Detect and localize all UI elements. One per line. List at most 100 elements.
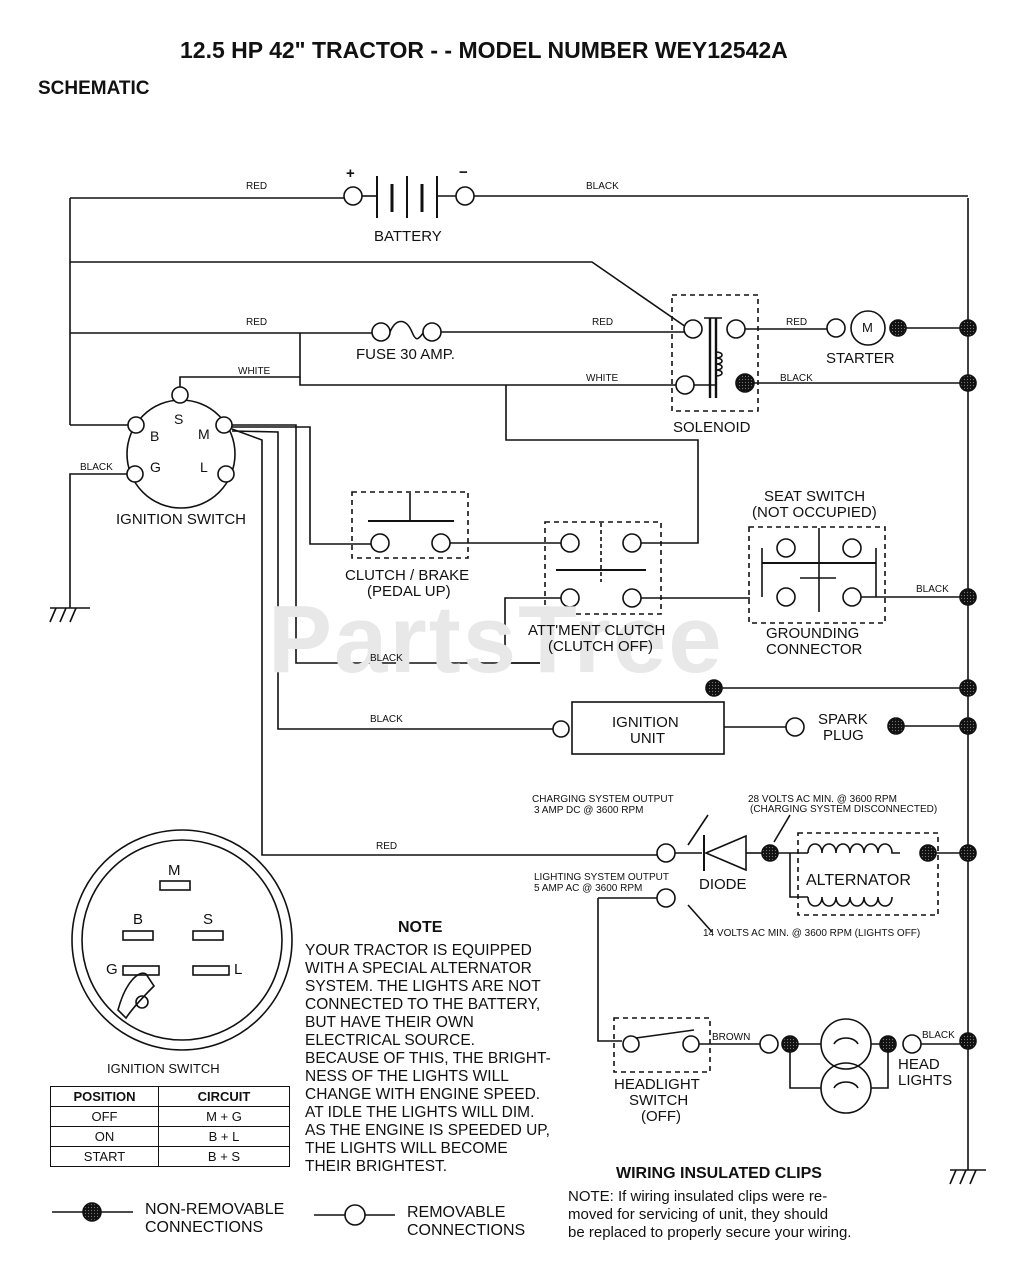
connector-b-label: B [133,911,144,928]
legend-non-removable: NON-REMOVABLE CONNECTIONS [145,1201,284,1237]
starter-symbol [826,310,968,346]
table-cell: M + G [158,1106,290,1127]
legend-non-removable-line2: CONNECTIONS [145,1219,264,1236]
wire-label: BLACK [586,181,619,192]
ignition-unit-symbol [552,701,960,755]
charging-output-label: CHARGING SYSTEM OUTPUT [532,794,674,805]
attachment-clutch-switch-symbol [544,521,662,615]
connector-g-label: G [106,961,118,978]
table-header-circuit: CIRCUIT [158,1086,290,1107]
terminal-g-label: G [150,459,161,475]
clips-note-line: be replaced to properly secure your wiri… [568,1224,852,1241]
wire-label: RED [246,181,268,192]
wire-label: BLACK [922,1030,955,1041]
note-line: THE LIGHTS WILL BECOME [305,1140,508,1157]
table-cell: B + S [158,1146,290,1167]
lighting-output-spec: 5 AMP AC @ 3600 RPM [534,883,643,894]
note-line: WITH A SPECIAL ALTERNATOR [305,960,532,977]
headlight-switch-sublabel: SWITCH [629,1092,689,1109]
legend-non-removable-line1: NON-REMOVABLE [145,1201,285,1218]
lighting-output-label: LIGHTING SYSTEM OUTPUT [534,872,670,883]
ignition-circuit-table: POSITION CIRCUIT OFF M + G ON B + L STAR… [50,1086,290,1167]
wire-label: RED [786,317,808,328]
connector-caption: IGNITION SWITCH [107,1061,220,1076]
seat-switch-symbol [748,526,886,624]
terminal-l-label: L [200,459,208,475]
diode-symbol [656,834,779,872]
note-line: AT IDLE THE LIGHTS WILL DIM. [305,1104,535,1121]
attachment-clutch-sublabel: (CLUTCH OFF) [548,638,653,655]
note-line: SYSTEM. THE LIGHTS ARE NOT [305,978,541,995]
battery-minus-sign: − [459,164,468,181]
table-cell: B + L [158,1126,290,1147]
clips-note-line: moved for servicing of unit, they should [568,1206,829,1223]
charging-output-spec: 3 AMP DC @ 3600 RPM [534,805,644,816]
wire-label: BLACK [80,462,113,473]
table-row: OFF M + G [50,1106,290,1127]
wire-label: BLACK [370,653,403,664]
watermark: PartsTree [268,586,724,693]
note-title: NOTE [398,919,443,936]
note-line: YOUR TRACTOR IS EQUIPPED [305,942,532,959]
volts28-label: 28 VOLTS AC MIN. @ 3600 RPM [748,794,897,805]
battery-label: BATTERY [374,228,442,245]
volts28-note: (CHARGING SYSTEM DISCONNECTED) [750,804,938,815]
battery-symbol [70,176,968,218]
fuse-symbol [371,320,442,342]
wire-label: RED [246,317,268,328]
attachment-clutch-label: ATT'MENT CLUTCH [528,622,666,639]
alternator-symbol [778,832,960,916]
wire-label: WHITE [238,366,271,377]
spark-plug-label: SPARK [818,711,868,728]
alternator-label: ALTERNATOR [806,872,911,889]
headlight-switch-symbol [613,1017,711,1073]
ignition-switch-symbol [126,386,236,509]
wire-label: BLACK [780,373,813,384]
battery-plus-sign: + [346,165,355,182]
wire-label: WHITE [586,373,619,384]
clutch-brake-label: CLUTCH / BRAKE [345,567,470,584]
seat-switch-sublabel: (NOT OCCUPIED) [752,504,877,521]
connector-m-label: M [168,862,181,879]
ignition-unit-label: IGNITION [612,714,679,731]
note-line: CHANGE WITH ENGINE SPEED. [305,1086,541,1103]
clips-note-line: NOTE: If wiring insulated clips were re- [568,1188,828,1205]
wire-label: BROWN [712,1032,751,1043]
grounding-connector-label: GROUNDING [766,625,860,642]
starter-m-label: M [862,320,873,335]
table-header-position: POSITION [50,1086,159,1107]
wire-label: BLACK [916,584,949,595]
table-cell: START [50,1146,159,1167]
clutch-brake-switch-symbol [351,491,469,559]
terminal-b-label: B [150,428,160,444]
terminal-s-label: S [174,411,184,427]
wire-label: RED [376,841,398,852]
head-lights-symbol [789,1018,960,1114]
ignition-unit-sublabel: UNIT [630,730,665,747]
spark-plug-sublabel: PLUG [823,727,864,744]
head-lights-sublabel: LIGHTS [898,1072,953,1089]
seat-switch-label: SEAT SWITCH [764,488,866,505]
note-line: BECAUSE OF THIS, THE BRIGHT- [305,1050,551,1067]
wire-label: RED [592,317,614,328]
note-line: BUT HAVE THEIR OWN [305,1014,474,1031]
connector-l-label: L [234,961,243,978]
volts14-label: 14 VOLTS AC MIN. @ 3600 RPM (LIGHTS OFF) [703,928,921,939]
fuse-label: FUSE 30 AMP. [356,346,455,363]
clips-note-title: WIRING INSULATED CLIPS [616,1165,822,1182]
legend-removable-line2: CONNECTIONS [407,1222,526,1239]
note-line: CONNECTED TO THE BATTERY, [305,996,541,1013]
wire-label: BLACK [370,714,403,725]
legend-removable-line1: REMOVABLE [407,1204,506,1221]
headlight-switch-label: HEADLIGHT [614,1076,700,1093]
table-row: ON B + L [50,1126,290,1147]
clutch-brake-sublabel: (PEDAL UP) [367,583,451,600]
clips-note-body: NOTE: If wiring insulated clips were re-… [568,1188,928,1242]
legend-removable: REMOVABLE CONNECTIONS [407,1204,525,1240]
connector-s-label: S [203,911,214,928]
terminal-m-label: M [198,426,210,442]
note-line: THEIR BRIGHTEST. [305,1158,448,1175]
starter-label: STARTER [826,350,895,367]
table-cell: OFF [50,1106,159,1127]
page-title: 12.5 HP 42" TRACTOR - - MODEL NUMBER WEY… [180,37,788,63]
